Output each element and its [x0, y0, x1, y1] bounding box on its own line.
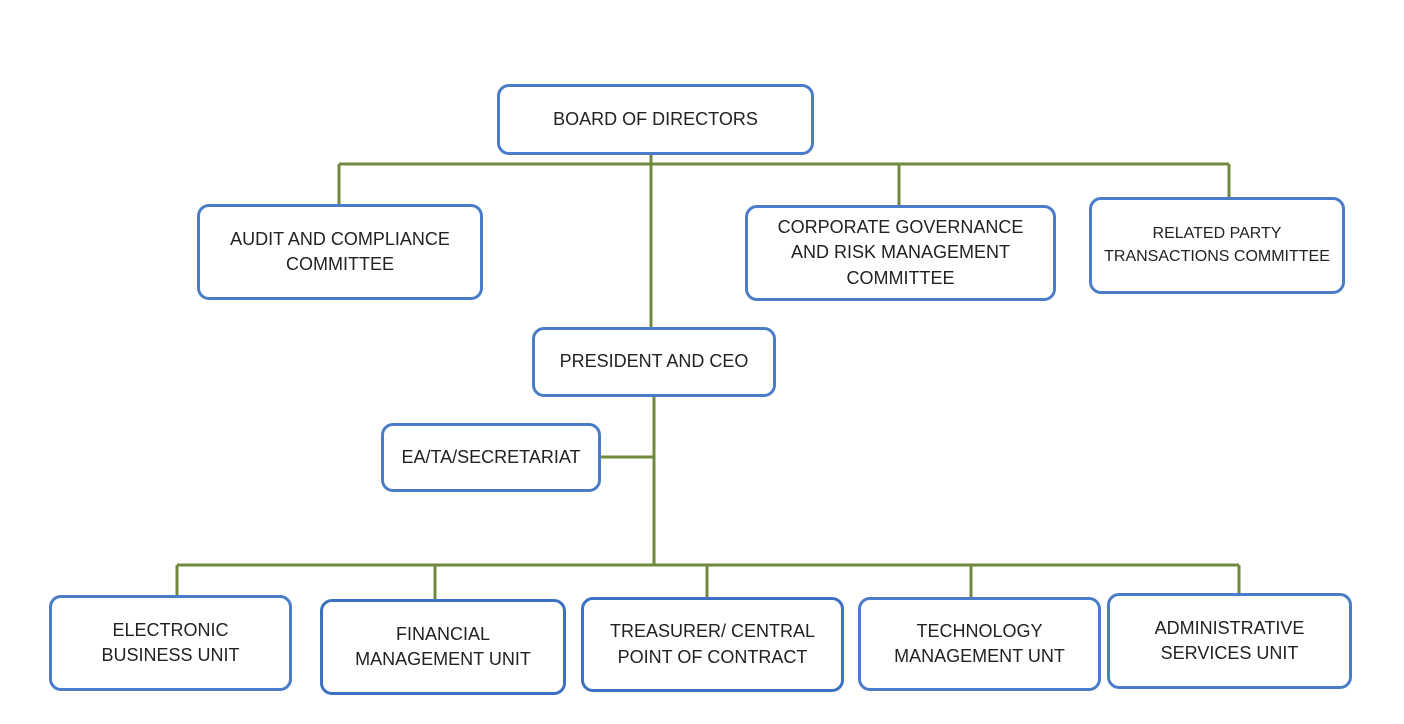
governance-committee-box: CORPORATE GOVERNANCE AND RISK MANAGEMENT… [745, 205, 1056, 301]
unit-financial-management-box: FINANCIAL MANAGEMENT UNIT [320, 599, 566, 695]
unit-financial-management-label: FINANCIAL MANAGEMENT UNIT [355, 623, 531, 669]
governance-committee-label: CORPORATE GOVERNANCE AND RISK MANAGEMENT… [777, 217, 1024, 288]
unit-technology-management-box: TECHNOLOGY MANAGEMENT UNT [858, 597, 1101, 691]
secretariat-label: EA/TA/SECRETARIAT [401, 446, 581, 467]
board-of-directors-box: BOARD OF DIRECTORS [497, 84, 814, 155]
audit-committee-box: AUDIT AND COMPLIANCE COMMITTEE [197, 204, 483, 300]
unit-treasurer-label: TREASURER/ CENTRAL POINT OF CONTRACT [609, 621, 816, 667]
secretariat-box: EA/TA/SECRETARIAT [381, 423, 601, 492]
audit-committee-label: AUDIT AND COMPLIANCE COMMITTEE [230, 228, 450, 274]
unit-technology-management-label: TECHNOLOGY MANAGEMENT UNT [894, 620, 1065, 666]
unit-treasurer-box: TREASURER/ CENTRAL POINT OF CONTRACT [581, 597, 844, 692]
president-ceo-label: PRESIDENT AND CEO [559, 351, 749, 372]
unit-administrative-services-label: ADMINISTRATIVE SERVICES UNIT [1154, 617, 1305, 663]
unit-electronic-business-label: ELECTRONIC BUSINESS UNIT [101, 619, 240, 665]
related-party-committee-label: RELATED PARTY TRANSACTIONS COMMITTEE [1104, 225, 1330, 265]
president-ceo-box: PRESIDENT AND CEO [532, 327, 776, 397]
board-of-directors-label: BOARD OF DIRECTORS [553, 108, 758, 129]
unit-administrative-services-box: ADMINISTRATIVE SERVICES UNIT [1107, 593, 1352, 689]
related-party-committee-box: RELATED PARTY TRANSACTIONS COMMITTEE [1089, 197, 1345, 294]
unit-electronic-business-box: ELECTRONIC BUSINESS UNIT [49, 595, 292, 691]
